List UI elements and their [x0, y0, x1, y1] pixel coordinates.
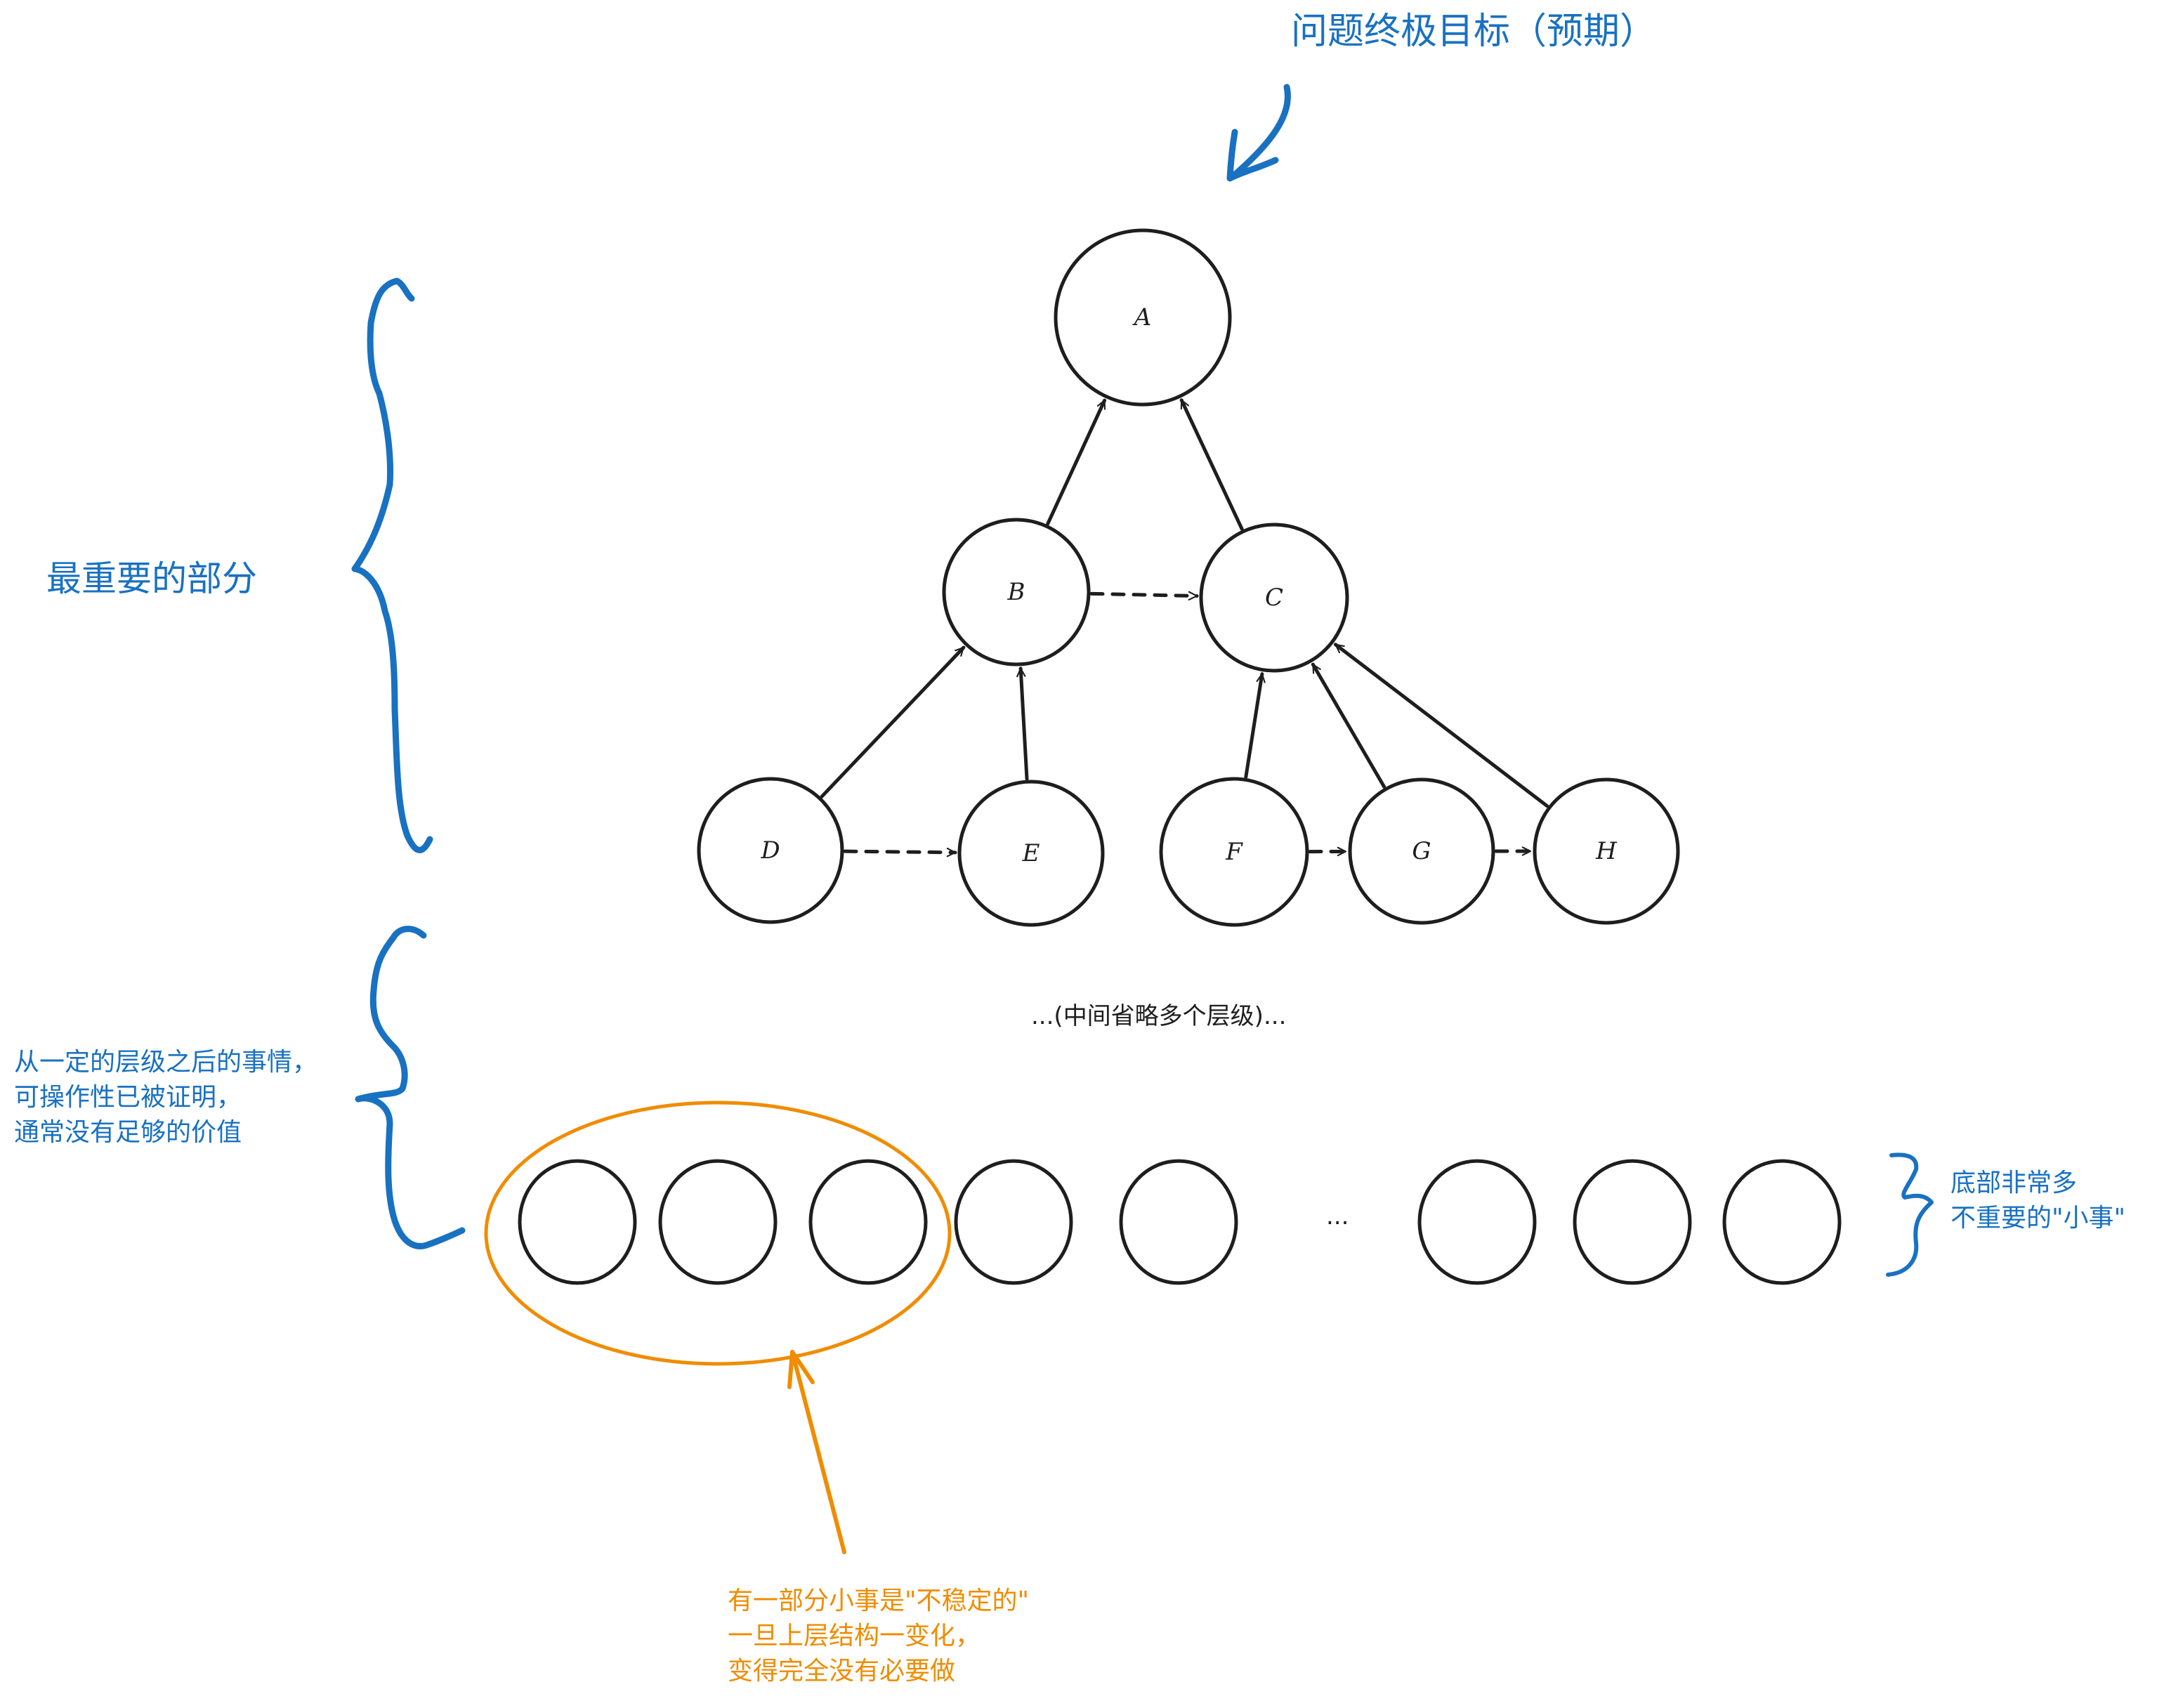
node-b[interactable]: B [942, 518, 1091, 666]
small-task-node-right-2[interactable] [1573, 1159, 1692, 1285]
node-label: D [760, 836, 780, 865]
goal-title: 问题终极目标（预期） [1291, 11, 1657, 53]
main-part-label: 最重要的部分 [46, 558, 257, 599]
edge-c-to-a [1179, 398, 1244, 531]
node-circle [697, 777, 844, 924]
edge-d-to-e [843, 848, 957, 858]
omitted-levels-label: ...(中间省略多个层级)... [1031, 1002, 1287, 1030]
node-label: A [1132, 303, 1152, 331]
node-circle [1054, 228, 1232, 407]
node-g[interactable]: G [1348, 777, 1495, 925]
node-circle [942, 518, 1091, 666]
unstable-group-highlight [484, 1101, 952, 1366]
node-label: C [1265, 584, 1283, 612]
node-label: E [1022, 839, 1040, 867]
node-c[interactable]: C [1199, 523, 1349, 673]
lower-levels-note: 从一定的层级之后的事情， 可操作性已被证明， 通常没有足够的价值 [14, 1048, 318, 1147]
small-task-node-right-3[interactable] [1722, 1159, 1842, 1285]
node-circle [957, 780, 1105, 927]
node-d[interactable]: D [697, 777, 844, 924]
edge-h-to-c [1333, 643, 1549, 808]
brace-upper-icon [351, 277, 433, 853]
node-label: H [1595, 837, 1618, 865]
node-label: B [1007, 578, 1025, 606]
row-ellipsis: ... [1326, 1202, 1349, 1230]
small-task-node-right-1[interactable] [1417, 1159, 1537, 1285]
node-circle [1199, 523, 1349, 673]
edge-b-to-c [1089, 591, 1199, 601]
node-circle [1533, 777, 1680, 925]
edge-e-to-b [1016, 666, 1029, 781]
node-circle [1159, 777, 1309, 927]
unstable-arrow [787, 1350, 846, 1554]
node-label: F [1225, 838, 1243, 866]
node-e[interactable]: E [957, 780, 1105, 927]
small-task-node-left-5[interactable] [1119, 1159, 1238, 1285]
bottom-small-tasks-note: 底部非常多 不重要的"小事" [1951, 1169, 2126, 1233]
bottom-row-nodes [518, 1159, 1842, 1285]
small-task-node-left-4[interactable] [954, 1159, 1073, 1285]
brace-right-icon [1886, 1152, 1934, 1277]
edge-g-to-c [1311, 662, 1386, 789]
edge-d-to-b [820, 645, 966, 799]
small-task-node-left-2[interactable] [658, 1159, 778, 1285]
node-a[interactable]: A [1054, 228, 1232, 407]
node-f[interactable]: F [1159, 777, 1309, 927]
tree-nodes: A B C D E F G H [697, 228, 1680, 927]
goal-arrow [1226, 84, 1291, 182]
small-task-node-left-3[interactable] [808, 1159, 928, 1285]
node-h[interactable]: H [1533, 777, 1680, 925]
tree-edges [820, 398, 1549, 858]
brace-lower-icon [355, 926, 466, 1249]
node-label: G [1412, 837, 1431, 865]
small-task-node-left-1[interactable] [518, 1159, 637, 1285]
edge-b-to-a [1046, 398, 1107, 526]
unstable-tasks-note: 有一部分小事是"不稳定的" 一旦上层结构一变化， 变得完全没有必要做 [728, 1587, 1030, 1686]
edge-f-to-c [1244, 672, 1266, 779]
node-circle [1348, 777, 1495, 925]
